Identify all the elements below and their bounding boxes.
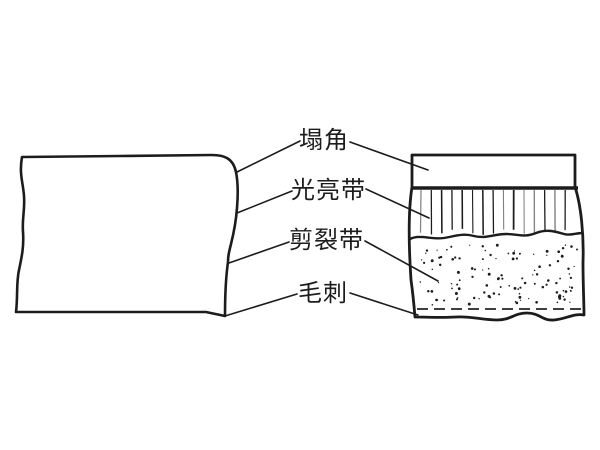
sheared-surface-view <box>407 153 586 322</box>
label-bright-band: 光亮带 <box>291 176 366 204</box>
fracture-band-stipple <box>419 243 578 306</box>
label-rollover: 塌角 <box>299 126 349 154</box>
label-burr: 毛刺 <box>298 279 348 307</box>
leader-fracture-band-left <box>228 241 290 264</box>
sheared-surface-outline <box>407 153 586 322</box>
leader-lines <box>224 140 439 317</box>
leader-rollover-left <box>236 140 301 173</box>
leader-bright-band-left <box>236 190 293 214</box>
leader-fracture-band-right <box>364 240 439 282</box>
sheet-cross-section-outline <box>14 153 239 318</box>
leader-rollover-right <box>349 141 429 171</box>
leader-burr-left <box>224 293 298 317</box>
bright-fracture-wavy-divider <box>408 229 584 241</box>
bright-band-hatch <box>419 189 566 235</box>
leader-bright-band-right <box>365 188 430 219</box>
leader-burr-right <box>349 292 419 316</box>
label-fracture-band: 剪裂带 <box>289 226 364 254</box>
sheet-cross-section <box>14 153 239 318</box>
